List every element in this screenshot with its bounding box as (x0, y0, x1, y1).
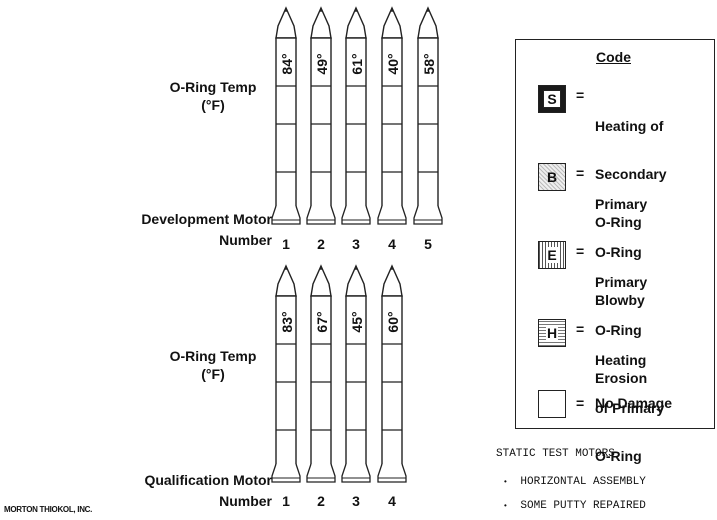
motor-number: 1 (282, 493, 290, 509)
o-ring-temp-value: 60° (385, 311, 401, 333)
legend-description: Heating of Secondary O-Ring (595, 118, 667, 230)
rocket-icon: 61° (341, 6, 371, 262)
rocket-icon: 84° (271, 6, 301, 262)
swatch-letter: B (546, 169, 558, 185)
legend-equals: = (576, 243, 585, 259)
rocket-icon: 40° (377, 6, 407, 262)
o-ring-temp-value: 58° (421, 53, 437, 75)
note-item: • HORIZONTAL ASSEMBLY (503, 476, 646, 488)
primary-blowby-swatch: B (538, 163, 566, 191)
legend-equals: = (576, 165, 585, 181)
motor-number: 5 (424, 236, 432, 252)
motor-number: 2 (317, 493, 325, 509)
o-ring-temp-value: 61° (349, 53, 365, 75)
swatch-letter: H (545, 325, 559, 341)
bullet-icon: • (503, 502, 508, 511)
legend-description: Primary O-Ring Blowby (595, 196, 648, 308)
swatch-letter: S (547, 91, 557, 107)
o-ring-temp-value: 84° (279, 53, 295, 75)
development-motor-label: Development Motor Number (141, 211, 272, 248)
motor-number: 1 (282, 236, 290, 252)
motor-number: 2 (317, 236, 325, 252)
legend-equals: = (576, 395, 585, 411)
static-test-motors-heading: STATIC TEST MOTORS (496, 448, 615, 460)
rocket-icon: 67° (306, 264, 336, 520)
swatch-letter: E (546, 247, 558, 263)
qualification-motor-label: Qualification Motor Number (144, 472, 272, 509)
no-damage-swatch (538, 390, 566, 418)
footer-company: MORTON THIOKOL, INC. (4, 505, 93, 514)
motor-number: 3 (352, 236, 360, 252)
o-ring-temp-value: 45° (349, 311, 365, 333)
legend-description: Primary O-Ring Erosion (595, 274, 648, 386)
legend-description: No Damage (595, 395, 673, 411)
motor-number: 3 (352, 493, 360, 509)
legend-equals: = (576, 87, 585, 103)
o-ring-temp-value: 49° (314, 53, 330, 75)
o-ring-temp-value: 83° (279, 311, 295, 333)
bullet-icon: • (503, 478, 508, 487)
rocket-icon: 45° (341, 264, 371, 520)
o-ring-temp-value: 67° (314, 311, 330, 333)
note-item: • SOME PUTTY REPAIRED (503, 500, 646, 512)
secondary-heating-swatch: S (538, 85, 566, 113)
rocket-icon: 49° (306, 6, 336, 262)
primary-heating-swatch: H (538, 319, 566, 347)
rocket-icon: 60° (377, 264, 407, 520)
legend-title: Code (596, 49, 631, 65)
o-ring-temp-value: 40° (385, 53, 401, 75)
top-temp-label: O-Ring Temp (°F) (169, 79, 257, 113)
motor-number: 4 (388, 236, 396, 252)
rocket-icon: 58° (413, 6, 443, 262)
legend-description: Heating of Primary O-Ring (595, 352, 665, 464)
bottom-temp-label: O-Ring Temp (°F) (169, 348, 257, 382)
legend-equals: = (576, 321, 585, 337)
rocket-icon: 83° (271, 264, 301, 520)
legend-box: Code S = Heating of Secondary O-Ring B =… (515, 39, 715, 464)
swatch-letter (539, 391, 565, 417)
motor-number: 4 (388, 493, 396, 509)
primary-erosion-swatch: E (538, 241, 566, 269)
